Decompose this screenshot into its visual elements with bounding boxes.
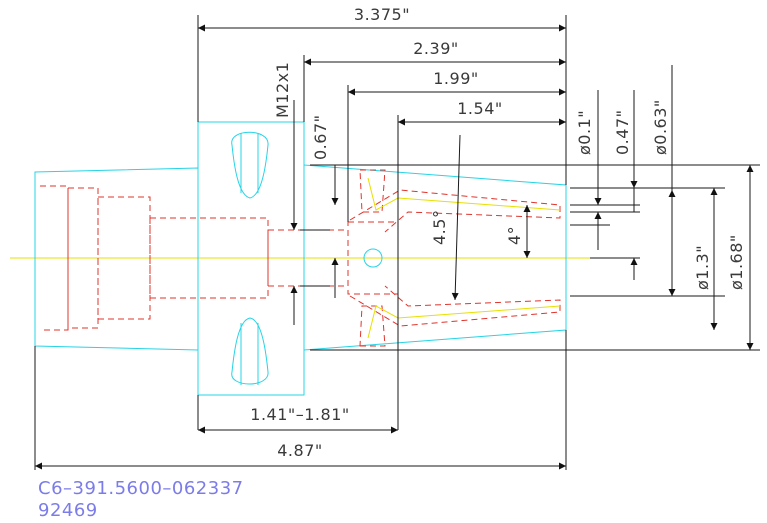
dim-angle-4: 4° <box>505 226 524 245</box>
dim-154: 1.54" <box>457 99 502 118</box>
dim-239: 2.39" <box>413 39 458 58</box>
dim-199: 1.99" <box>433 69 478 88</box>
dim-range: 1.41"–1.81" <box>250 405 349 424</box>
cross-hole-icon <box>363 248 383 268</box>
dim-067: 0.67" <box>311 115 330 160</box>
dim-dia-01: ø0.1" <box>575 110 594 155</box>
extension-lines <box>34 15 760 470</box>
dimension-lines <box>35 24 754 470</box>
collet-lines <box>367 177 561 339</box>
dim-dia-063: ø0.63" <box>651 99 670 155</box>
dim-thread: M12x1 <box>273 62 292 118</box>
part-code: C6–391.5600–062337 <box>38 478 244 499</box>
part-number: 92469 <box>38 500 98 521</box>
dim-3375: 3.375" <box>354 5 410 24</box>
dimension-labels: 3.375" 2.39" 1.99" 1.54" 1.41"–1.81" 4.8… <box>250 5 746 460</box>
dim-047: 0.47" <box>613 110 632 155</box>
body-outline <box>34 121 567 396</box>
dim-angle-45: 4.5° <box>430 210 449 245</box>
dim-dia-168: ø1.68" <box>727 234 746 290</box>
dim-dia-13: ø1.3" <box>693 245 712 290</box>
internal-bore <box>40 169 561 347</box>
dim-487: 4.87" <box>277 441 322 460</box>
part-label: C6–391.5600–062337 92469 <box>38 478 244 521</box>
